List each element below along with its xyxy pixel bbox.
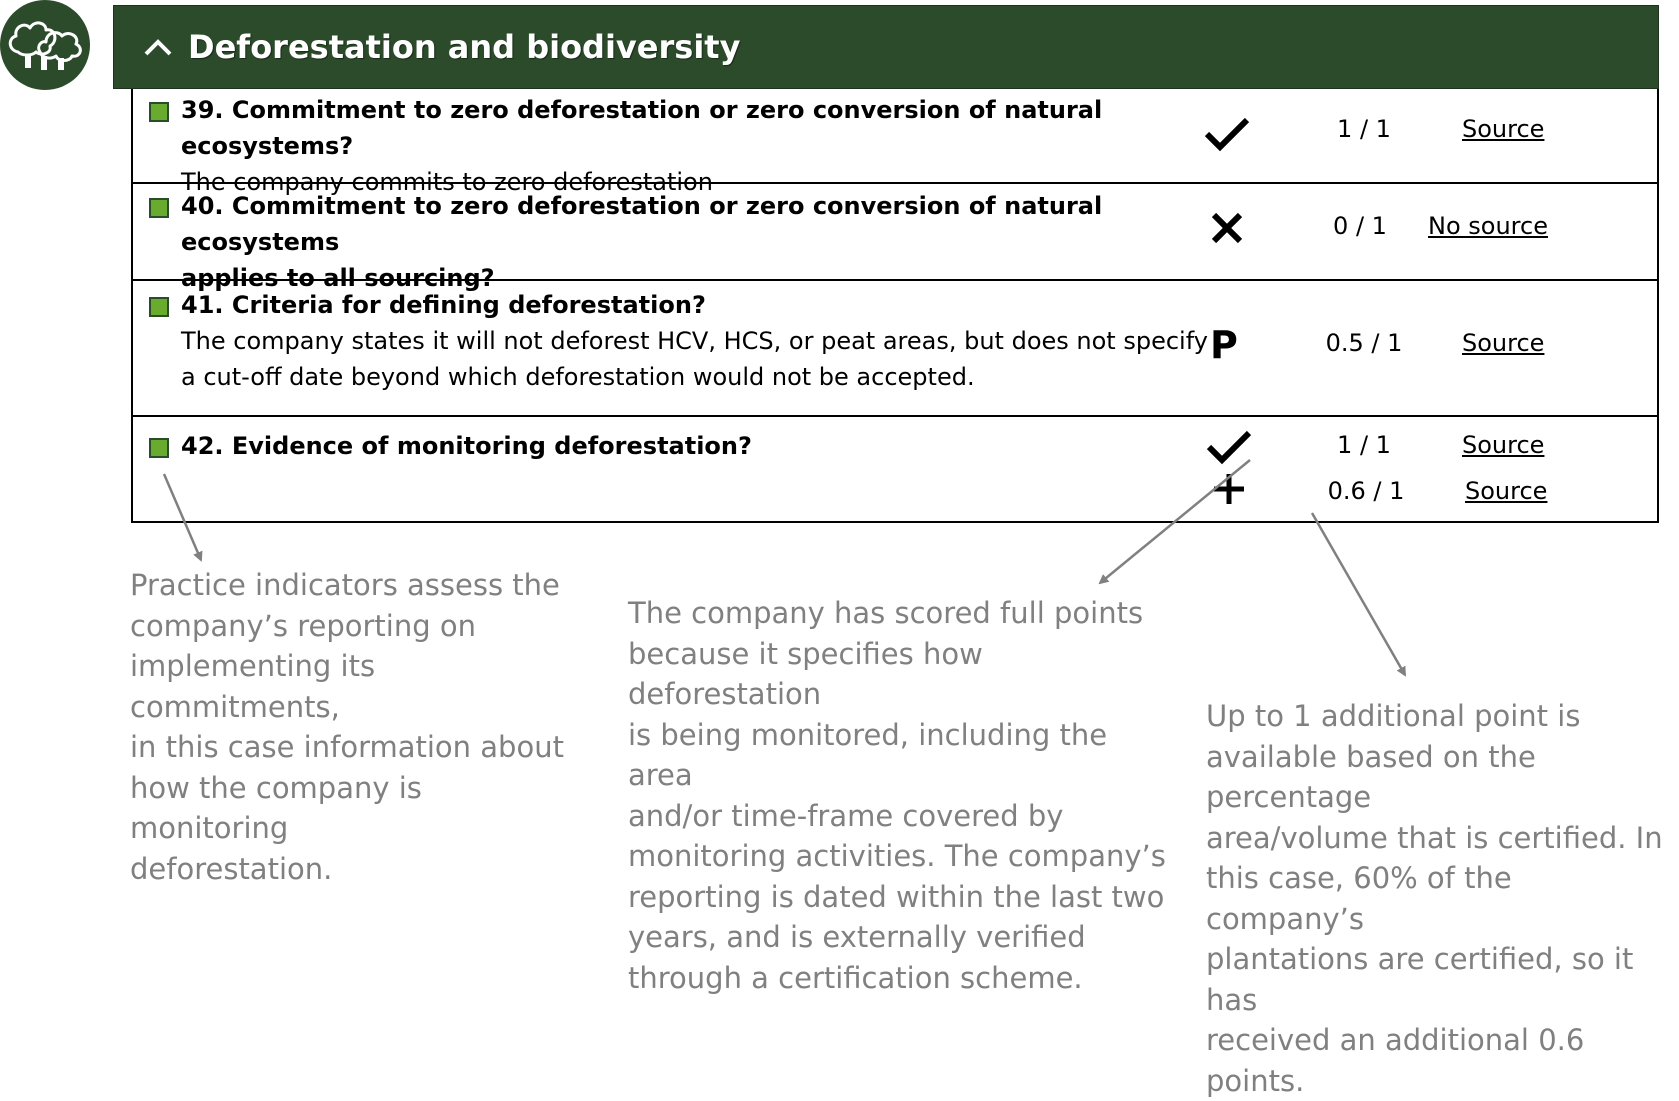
partial-score-icon: P — [1210, 323, 1238, 367]
indicator-table: 39. Commitment to zero deforestation or … — [131, 89, 1659, 523]
indicator-title: 40. Commitment to zero deforestation or … — [181, 192, 1103, 256]
bonus-score: 0.6 / 1 — [1327, 477, 1405, 505]
practice-indicator-note: Practice indicators assess the company’s… — [130, 568, 564, 886]
indicator-score: 0 / 1 — [1333, 212, 1387, 240]
section-header[interactable]: Deforestation and biodiversity — [113, 5, 1659, 89]
indicator-square — [149, 198, 169, 218]
arrow-to-additional-note — [1310, 512, 1407, 677]
indicator-title-continued: applies to all sourcing? — [181, 264, 495, 292]
arrow-to-full-points-note — [1098, 459, 1251, 585]
indicator-score: 0.5 / 1 — [1325, 329, 1403, 357]
indicator-description-continued: a cut-off date beyond which deforestatio… — [181, 363, 975, 391]
indicator-score: 1 / 1 — [1337, 115, 1391, 143]
annotation-arrows — [162, 459, 1407, 677]
forest-logo — [0, 0, 90, 90]
bonus-source-link[interactable]: Source — [1465, 477, 1548, 505]
indicator-square — [149, 438, 169, 458]
indicator-row-40: 40. Commitment to zero deforestation or … — [133, 182, 1657, 292]
check-icon — [1206, 430, 1252, 465]
source-link[interactable]: Source — [1462, 329, 1545, 357]
tree-icon — [8, 21, 82, 70]
indicator-square — [149, 297, 169, 317]
indicator-title: 39. Commitment to zero deforestation or … — [181, 96, 1103, 160]
indicator-score: 1 / 1 — [1337, 431, 1391, 459]
indicator-square — [149, 102, 169, 122]
no-source-link[interactable]: No source — [1428, 212, 1548, 240]
chevron-up-icon[interactable] — [140, 29, 176, 65]
indicator-title: 41. Criteria for defining deforestation? — [181, 291, 706, 319]
cross-icon — [1211, 212, 1243, 244]
indicator-row-42: 42. Evidence of monitoring deforestation… — [133, 415, 1657, 521]
full-points-note: The company has scored full points becau… — [628, 596, 1166, 995]
plus-icon — [1214, 474, 1244, 504]
indicator-title: 42. Evidence of monitoring deforestation… — [181, 432, 752, 460]
additional-point-note: Up to 1 additional point is available ba… — [1206, 699, 1663, 1098]
indicator-row-41: 41. Criteria for defining deforestation?… — [133, 279, 1657, 415]
source-link[interactable]: Source — [1462, 431, 1545, 459]
indicator-description: The company states it will not deforest … — [181, 327, 1208, 355]
source-link[interactable]: Source — [1462, 115, 1545, 143]
arrow-to-practice-note — [162, 473, 203, 562]
section-title: Deforestation and biodiversity — [188, 28, 741, 66]
check-icon — [1204, 117, 1250, 152]
